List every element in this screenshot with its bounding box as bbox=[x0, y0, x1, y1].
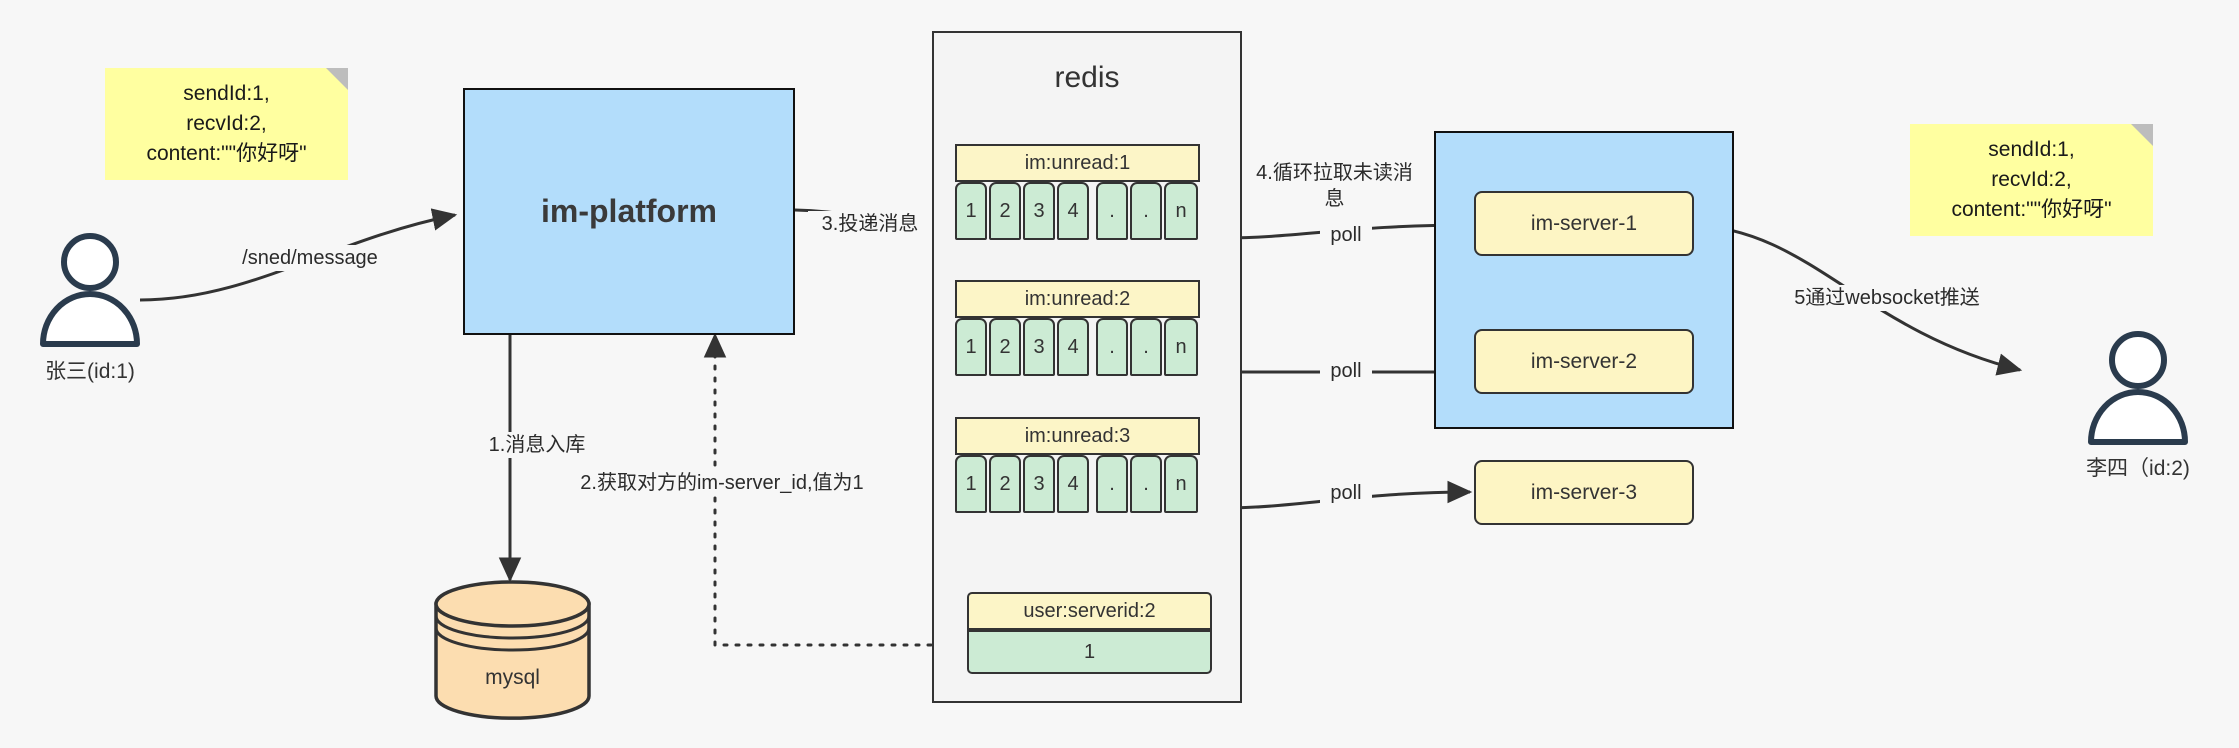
queue-cell: n bbox=[1164, 455, 1198, 513]
queue-cell: n bbox=[1164, 318, 1198, 376]
redis-key-name-2: im:unread:3 bbox=[955, 417, 1200, 455]
actor-sender bbox=[40, 233, 140, 347]
queue-cell: 4 bbox=[1057, 318, 1089, 376]
actor-sender-label: 张三(id:1) bbox=[45, 360, 135, 383]
actor-receiver bbox=[2088, 331, 2188, 445]
redis-key-group-serverid: user:serverid:2 1 bbox=[967, 592, 1212, 674]
redis-key-cells-2: 1 2 3 4 . . n bbox=[955, 455, 1200, 513]
note-right-text: sendId:1, recvId:2, content:""你好呀" bbox=[1951, 138, 2112, 221]
note-left-text: sendId:1, recvId:2, content:""你好呀" bbox=[146, 82, 307, 165]
queue-cell: 3 bbox=[1023, 182, 1055, 240]
im-platform-label: im-platform bbox=[541, 193, 717, 229]
edge-label-send-message: /sned/message bbox=[228, 245, 392, 271]
im-server-1-box[interactable]: im-server-1 bbox=[1474, 191, 1694, 256]
actor-receiver-label: 李四（id:2) bbox=[2086, 457, 2190, 480]
edge-label-step3: 3.投递消息 bbox=[808, 211, 932, 237]
redis-serverid-value: 1 bbox=[967, 630, 1212, 674]
im-server-3-box[interactable]: im-server-3 bbox=[1474, 460, 1694, 525]
note-fold-icon bbox=[326, 68, 348, 90]
queue-cell: 4 bbox=[1057, 455, 1089, 513]
queue-cell: 1 bbox=[955, 455, 987, 513]
queue-cell: . bbox=[1096, 318, 1128, 376]
redis-key-group-1: im:unread:2 1 2 3 4 . . n bbox=[955, 280, 1200, 376]
redis-key-cells-1: 1 2 3 4 . . n bbox=[955, 318, 1200, 376]
redis-key-name-1: im:unread:2 bbox=[955, 280, 1200, 318]
edge-label-poll1: poll bbox=[1320, 222, 1372, 248]
queue-cell: 2 bbox=[989, 318, 1021, 376]
queue-cell: 4 bbox=[1057, 182, 1089, 240]
im-server-3-label: im-server-3 bbox=[1530, 480, 1638, 504]
im-server-2-box[interactable]: im-server-2 bbox=[1474, 329, 1694, 394]
queue-cell: n bbox=[1164, 182, 1198, 240]
queue-cell: . bbox=[1096, 455, 1128, 513]
queue-cell: . bbox=[1130, 318, 1162, 376]
redis-title: redis bbox=[1054, 61, 1120, 94]
note-left: sendId:1, recvId:2, content:""你好呀" bbox=[105, 68, 348, 180]
mysql-label: mysql bbox=[485, 666, 540, 689]
edge-label-step1: 1.消息入库 bbox=[455, 432, 619, 458]
edge-label-step5: 5通过websocket推送 bbox=[1780, 285, 1994, 311]
queue-cell: 2 bbox=[989, 455, 1021, 513]
redis-key-name-0: im:unread:1 bbox=[955, 144, 1200, 182]
edge-label-poll3: poll bbox=[1320, 480, 1372, 506]
im-server-1-label: im-server-1 bbox=[1530, 211, 1638, 235]
queue-cell: 3 bbox=[1023, 318, 1055, 376]
im-platform-box[interactable]: im-platform bbox=[463, 88, 795, 335]
redis-key-group-2: im:unread:3 1 2 3 4 . . n bbox=[955, 417, 1200, 513]
mysql-cylinder[interactable]: mysql bbox=[430, 580, 595, 720]
redis-key-group-0: im:unread:1 1 2 3 4 . . n bbox=[955, 144, 1200, 240]
note-right: sendId:1, recvId:2, content:""你好呀" bbox=[1910, 124, 2153, 236]
queue-cell: 3 bbox=[1023, 455, 1055, 513]
edge-label-poll2: poll bbox=[1320, 358, 1372, 384]
queue-cell: . bbox=[1130, 455, 1162, 513]
queue-cell: 2 bbox=[989, 182, 1021, 240]
queue-cell: . bbox=[1096, 182, 1128, 240]
queue-cell: 1 bbox=[955, 182, 987, 240]
queue-cell: . bbox=[1130, 182, 1162, 240]
edge-label-step2: 2.获取对方的im-server_id,值为1 bbox=[575, 470, 869, 496]
note-fold-icon bbox=[2131, 124, 2153, 146]
redis-serverid-key-name: user:serverid:2 bbox=[967, 592, 1212, 630]
im-server-2-label: im-server-2 bbox=[1530, 349, 1638, 373]
edge-label-step4: 4.循环拉取未读消 息 bbox=[1250, 160, 1419, 212]
redis-key-cells-0: 1 2 3 4 . . n bbox=[955, 182, 1200, 240]
queue-cell: 1 bbox=[955, 318, 987, 376]
